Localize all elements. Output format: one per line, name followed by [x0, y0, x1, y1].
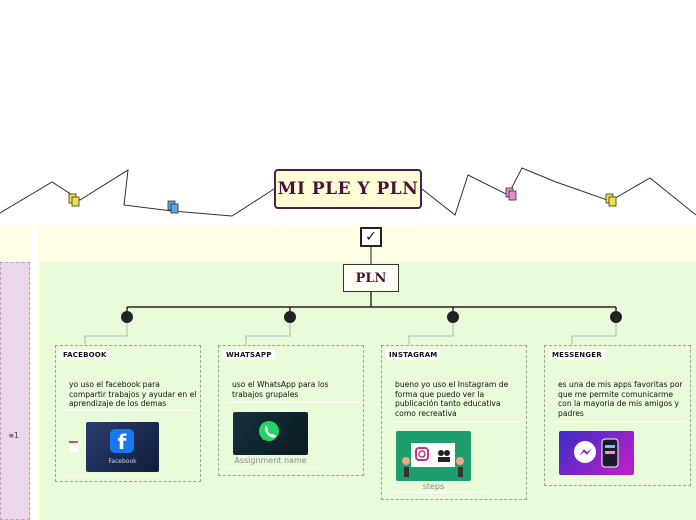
branch-label-whatsapp: WHATSAPP [223, 350, 275, 360]
note-icon-pink [505, 187, 517, 201]
image-caption-whatsapp: Assignment name [234, 456, 307, 465]
branch-label-instagram: INSTAGRAM [386, 350, 441, 360]
branch-node-whatsapp [284, 311, 296, 323]
branch-label-facebook: FACEBOOK [60, 350, 110, 360]
left-side-panel [0, 262, 30, 520]
image-caption-instagram: steps [422, 482, 445, 491]
zigzag-left [0, 169, 275, 217]
branch-whatsapp[interactable]: WHATSAPP uso el WhatsApp para los trabaj… [218, 345, 364, 476]
image-caption-facebook: Facebook [108, 458, 137, 465]
whatsapp-logo-image[interactable] [233, 412, 308, 455]
calendar-icon [69, 441, 78, 452]
branch-text-messenger: es una de mis apps favoritas por que me … [558, 380, 683, 418]
branch-text-instagram: bueno yo uso el Instagram de forma que p… [395, 380, 509, 418]
instagram-steps-image[interactable] [396, 431, 471, 481]
branch-node-messenger [610, 311, 622, 323]
branch-messenger[interactable]: MESSENGER es una de mis apps favoritas p… [544, 345, 691, 486]
branch-text-whatsapp: uso el WhatsApp para los trabajos grupal… [232, 380, 329, 399]
branch-node-instagram [447, 311, 459, 323]
note-icon-yellow-left [68, 193, 80, 207]
checkbox[interactable]: ✓ [360, 227, 382, 247]
messenger-logo-image[interactable] [559, 431, 634, 475]
branch-instagram[interactable]: INSTAGRAM bueno yo uso el Instagram de f… [381, 345, 527, 500]
note-icon-blue [167, 200, 179, 214]
branch-node-facebook [121, 311, 133, 323]
branch-facebook[interactable]: FACEBOOK yo uso el facebook para compart… [55, 345, 201, 482]
branch-label-messenger: MESSENGER [549, 350, 605, 360]
svg-text:f: f [118, 430, 127, 454]
note-icon-yellow-right [605, 193, 617, 207]
map-title[interactable]: MI PLE Y PLN [274, 169, 422, 209]
left-panel-marker: ≡1 [9, 431, 19, 440]
branch-text-facebook: yo uso el facebook para compartir trabaj… [69, 380, 197, 409]
central-topic-pln[interactable]: PLN [343, 264, 399, 292]
zigzag-right [421, 167, 696, 216]
facebook-logo-image[interactable]: f Facebook [86, 422, 159, 472]
